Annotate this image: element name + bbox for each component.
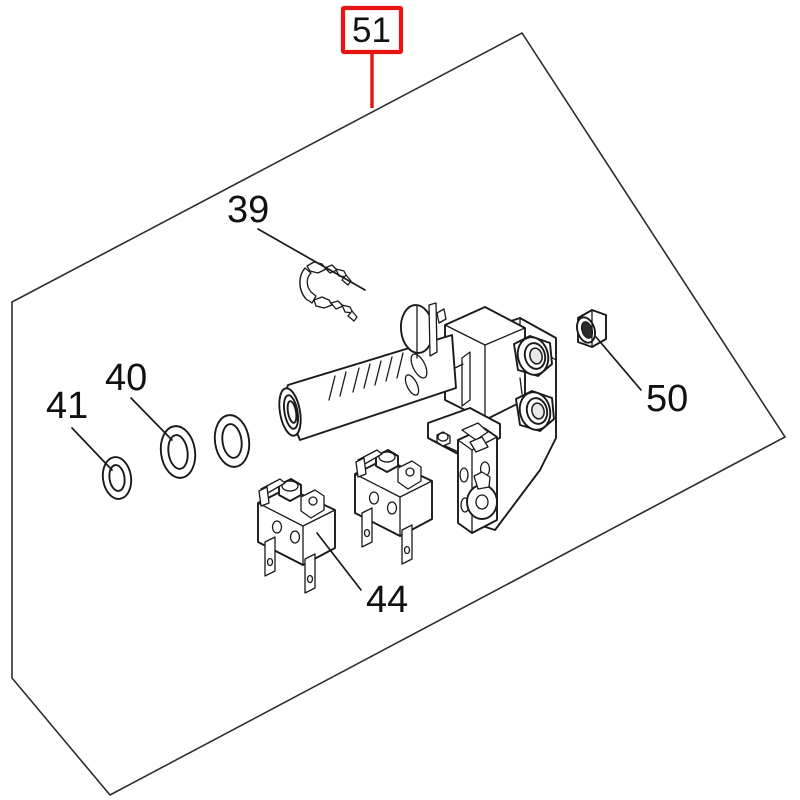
callout-41-label[interactable]: 41 (46, 385, 88, 427)
micro-switch-rear (354, 449, 433, 565)
cam-roller (466, 471, 498, 520)
leader-line-50 (595, 336, 642, 391)
callout-51-label: 51 (352, 11, 391, 50)
leader-line-39 (257, 228, 366, 291)
valve-port-upper (513, 335, 553, 377)
leader-line-40 (130, 397, 173, 441)
solenoid-coil-cylinder (278, 334, 457, 441)
callout-51[interactable]: 51 (340, 5, 404, 55)
callout-51-box (340, 5, 404, 55)
micro-switch-front (257, 478, 336, 594)
valve-port-lower (515, 377, 555, 432)
actuator-lever (454, 351, 489, 453)
assembly-group-outline (11, 31, 787, 797)
sealing-washer-large (213, 414, 251, 468)
plunger-disc (399, 302, 447, 359)
callout-40-label[interactable]: 40 (105, 357, 147, 399)
callout-39-label[interactable]: 39 (227, 189, 269, 231)
callout-44-label[interactable]: 44 (366, 579, 408, 621)
callout-50-label[interactable]: 50 (646, 378, 688, 420)
leader-line-41 (71, 427, 113, 471)
leader-line-44 (316, 532, 362, 591)
part-40-sealing-washer-medium (159, 425, 197, 479)
